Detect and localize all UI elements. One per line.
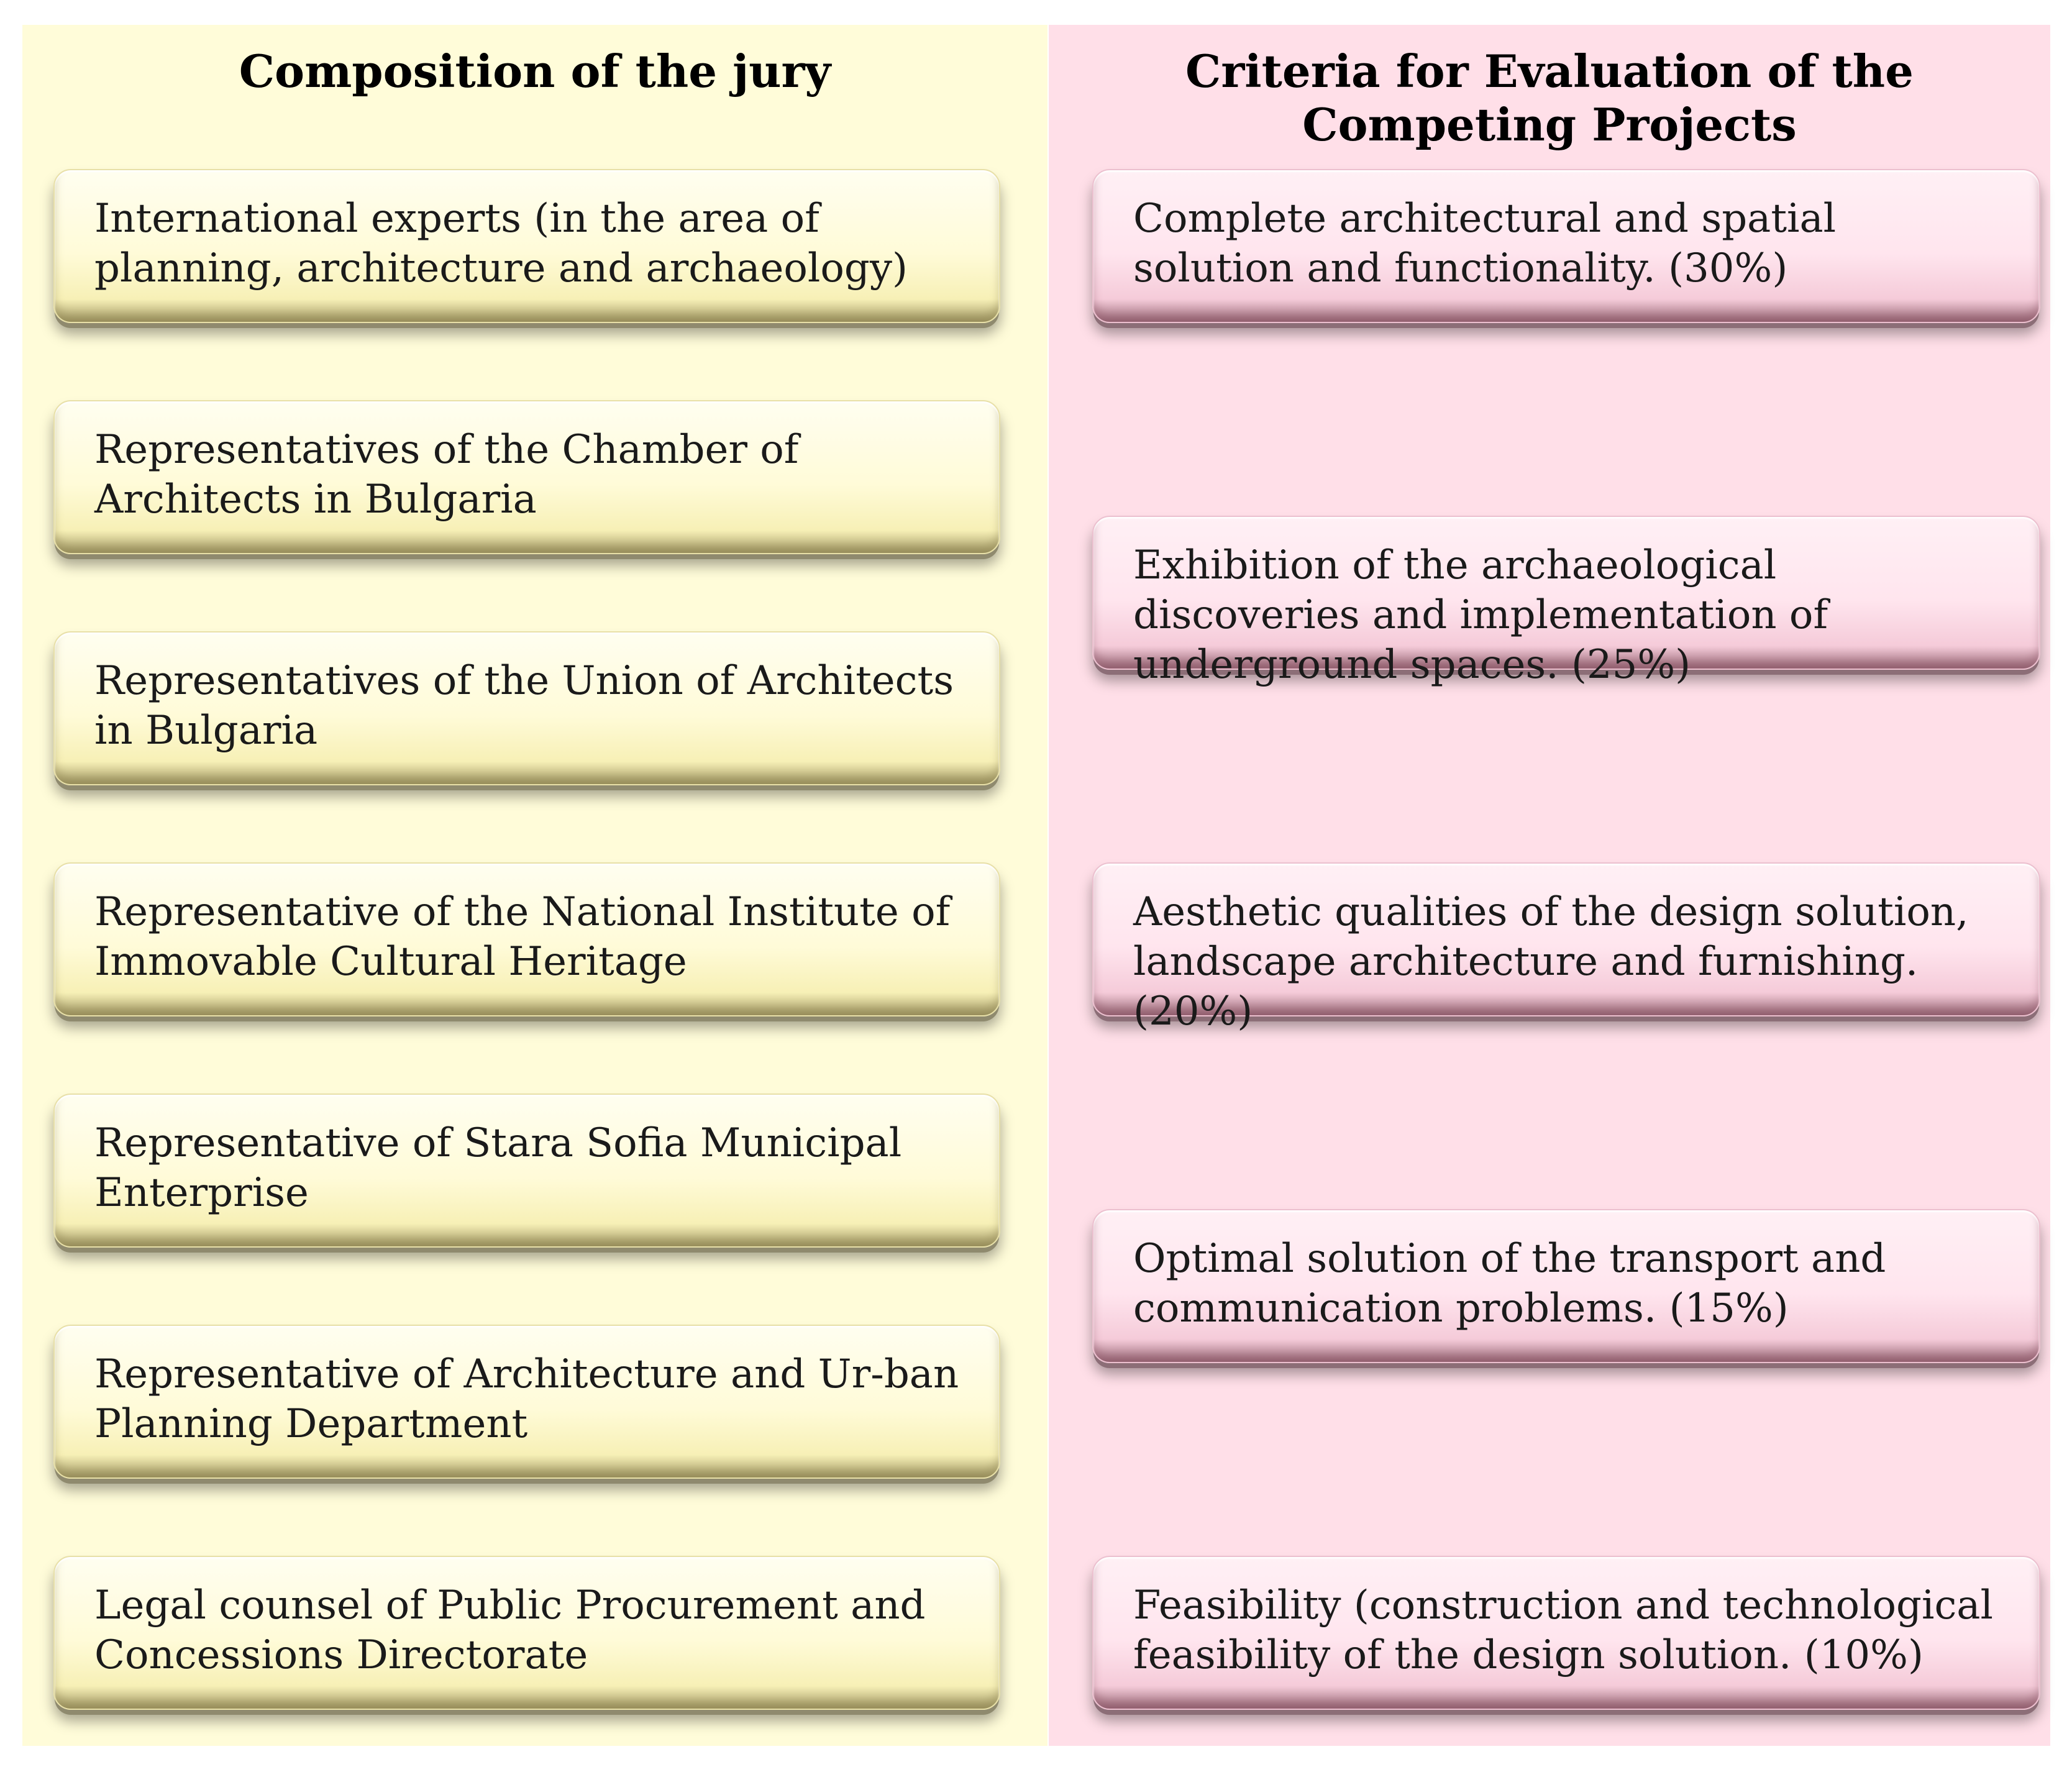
jury-box-text: Representatives of the Union of Architec… bbox=[94, 658, 954, 754]
criteria-box-archaeological-exhibition: Exhibition of the archaeological discove… bbox=[1092, 516, 2040, 688]
jury-box-urban-planning: Representative of Architecture and Ur-ba… bbox=[53, 1325, 1000, 1479]
jury-box-text: International experts (in the area of pl… bbox=[94, 196, 908, 291]
jury-box-union-of-architects: Representatives of the Union of Architec… bbox=[53, 631, 1000, 785]
jury-box-legal-counsel: Legal counsel of Public Procurement and … bbox=[53, 1556, 1000, 1710]
jury-box-international-experts: International experts (in the area of pl… bbox=[53, 169, 1000, 323]
jury-box-text: Representative of the National Institute… bbox=[94, 889, 951, 985]
criteria-box-architectural-solution: Complete architectural and spatial solut… bbox=[1092, 169, 2040, 323]
jury-box-chamber-of-architects: Representatives of the Chamber of Archit… bbox=[53, 400, 1000, 554]
jury-box-text: Legal counsel of Public Procurement and … bbox=[94, 1582, 926, 1678]
jury-box-text: Representative of Architecture and Ur-ba… bbox=[94, 1351, 959, 1447]
criteria-box-feasibility: Feasibility (construction and technologi… bbox=[1092, 1556, 2040, 1710]
criteria-box-text: Feasibility (construction and technologi… bbox=[1133, 1582, 1993, 1678]
jury-box-stara-sofia: Representative of Stara Sofia Municipal … bbox=[53, 1094, 1000, 1248]
jury-box-text: Representatives of the Chamber of Archit… bbox=[94, 427, 799, 523]
criteria-box-text: Optimal solution of the transport and co… bbox=[1133, 1236, 1886, 1331]
jury-box-text: Representative of Stara Sofia Municipal … bbox=[94, 1120, 902, 1216]
jury-box-national-institute: Representative of the National Institute… bbox=[53, 862, 1000, 1016]
criteria-box-text: Exhibition of the archaeological discove… bbox=[1133, 542, 1828, 688]
jury-title: Composition of the jury bbox=[239, 45, 831, 98]
criteria-title: Criteria for Evaluation of the Competing… bbox=[1185, 45, 1914, 151]
criteria-box-text: Complete architectural and spatial solut… bbox=[1133, 196, 1837, 291]
criteria-box-aesthetic-qualities: Aesthetic qualities of the design soluti… bbox=[1092, 862, 2040, 1034]
criteria-box-text: Aesthetic qualities of the design soluti… bbox=[1133, 889, 1969, 1034]
criteria-box-transport-solution: Optimal solution of the transport and co… bbox=[1092, 1209, 2040, 1363]
jury-panel: Composition of the jury International ex… bbox=[22, 25, 1047, 1746]
criteria-panel: Criteria for Evaluation of the Competing… bbox=[1049, 25, 2050, 1746]
